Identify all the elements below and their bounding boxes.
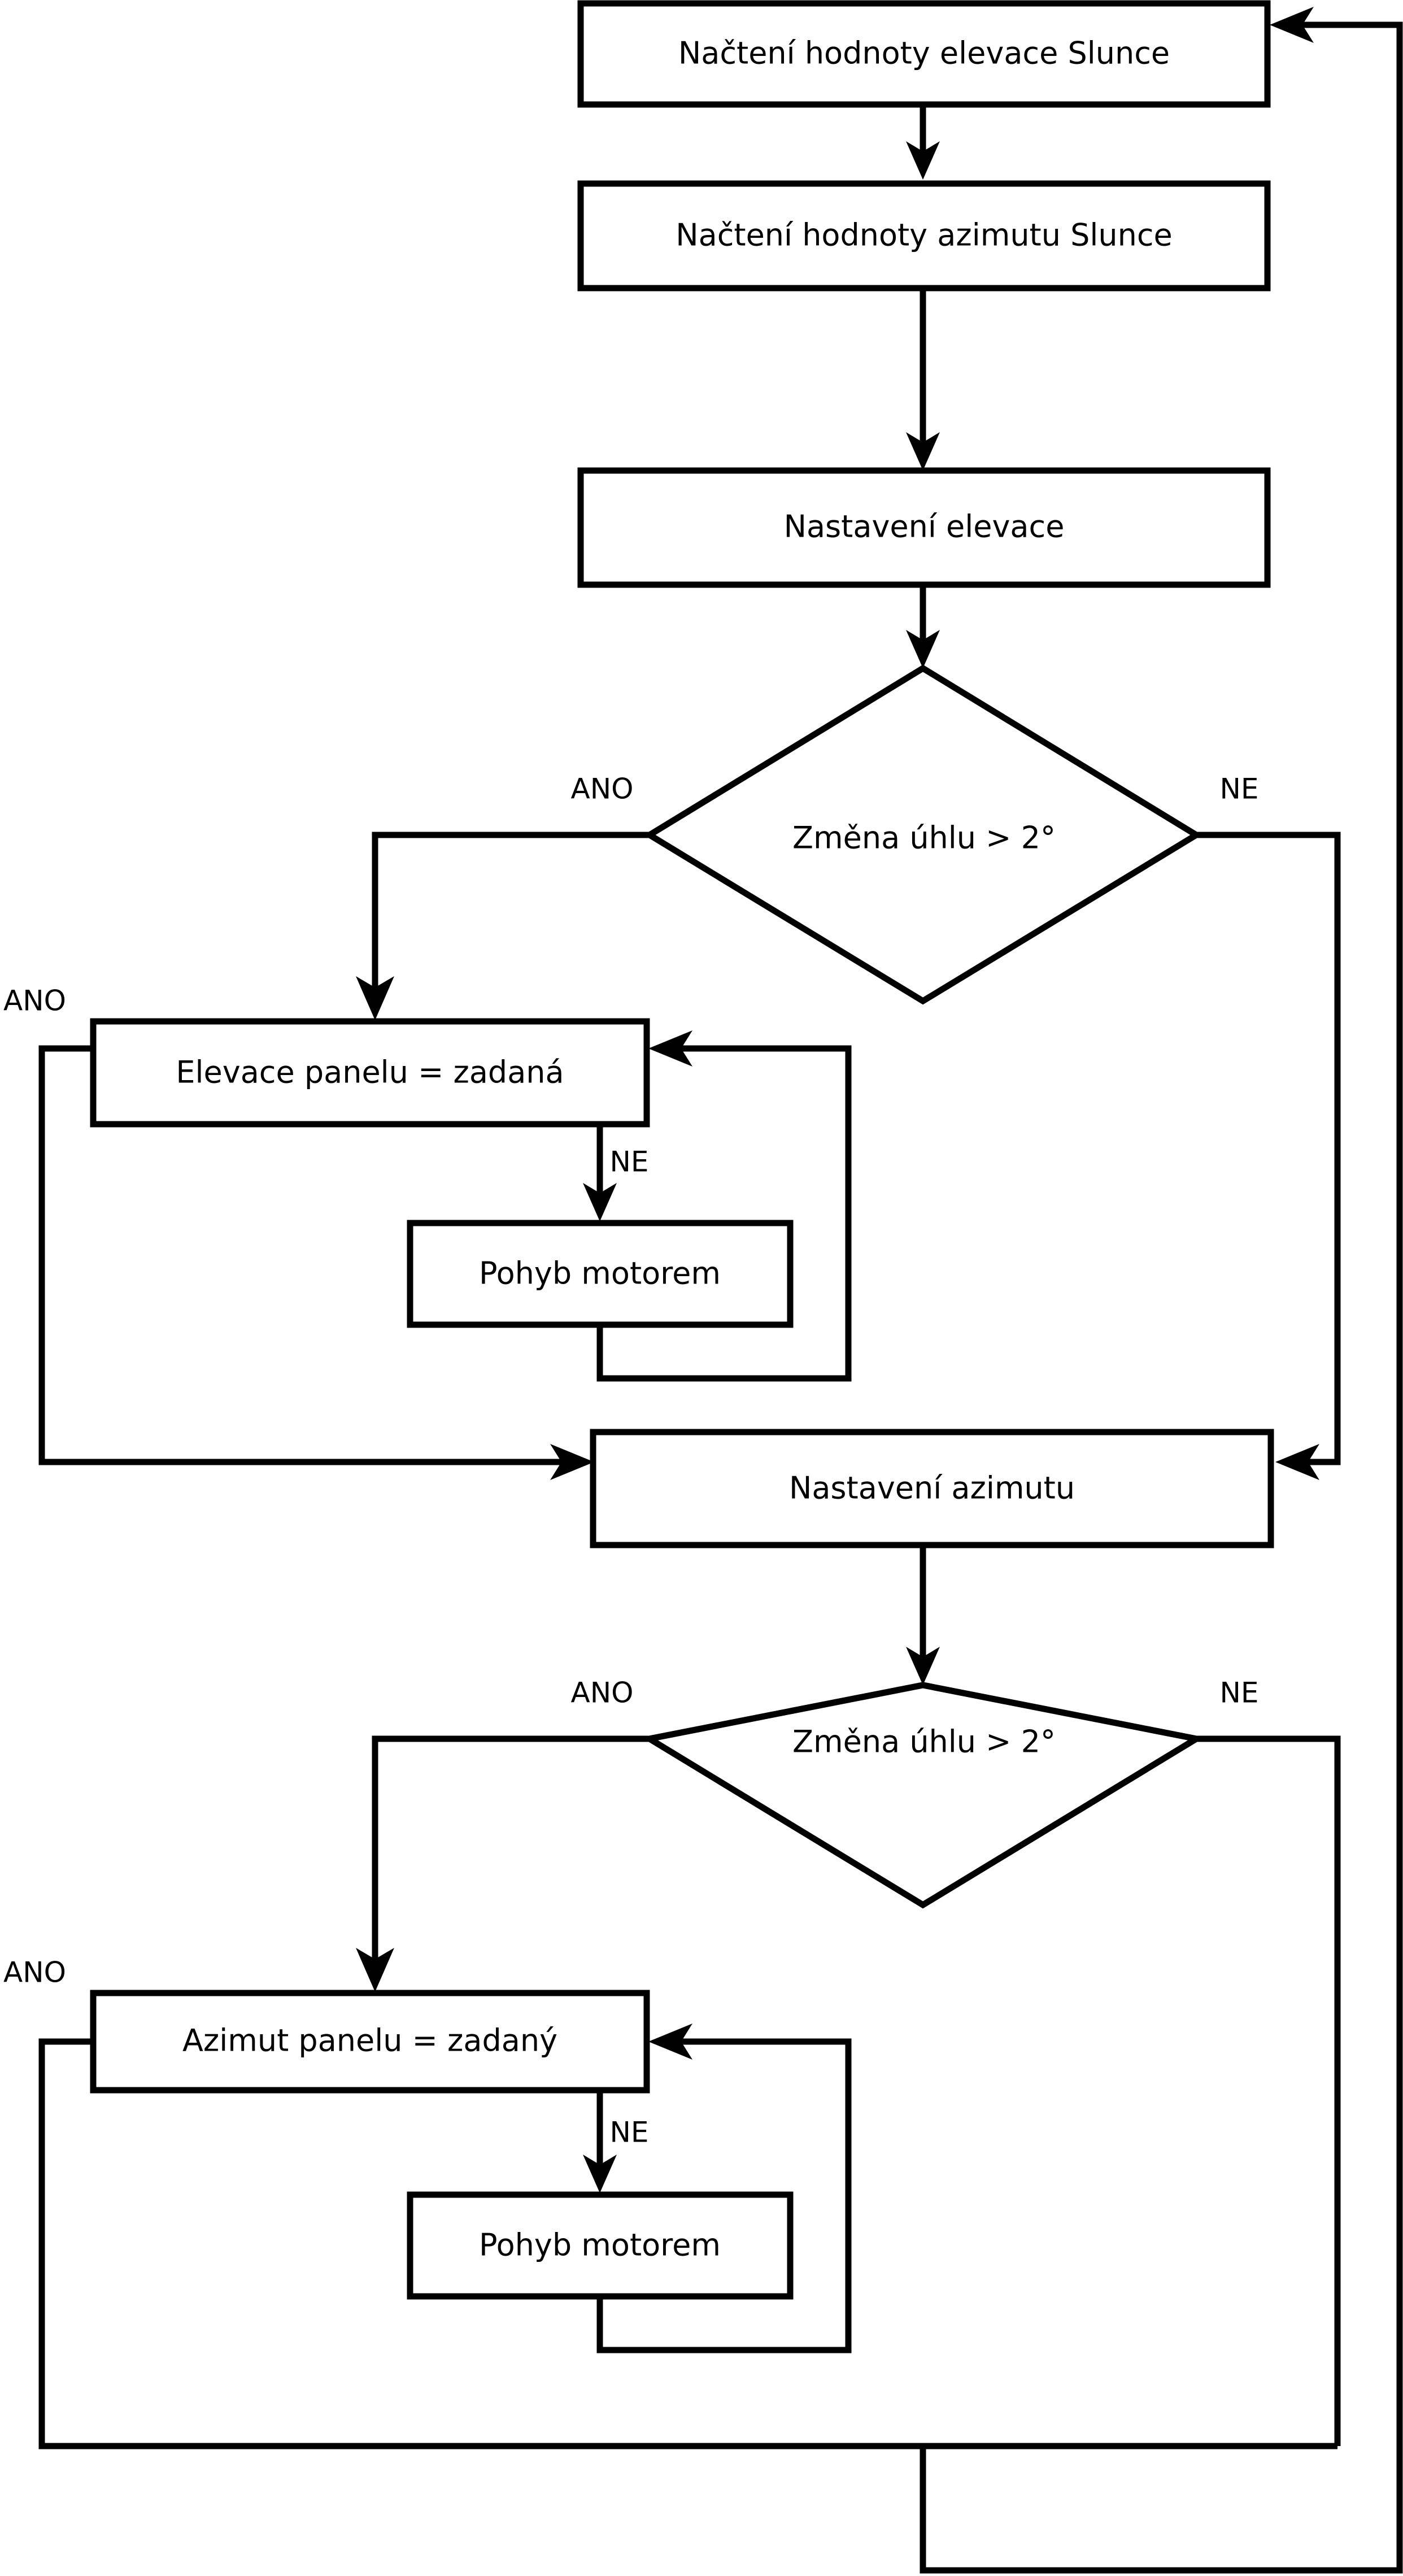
edge-panel-azimuth-yes [38, 2038, 1337, 2449]
edge-decision-azimuth-yes [356, 1735, 650, 1992]
node-decision-elevation[interactable]: Změna úhlu > 2° [643, 664, 1202, 1005]
edge-set-elevation-to-decision [906, 585, 940, 668]
node-decision-azimuth-label: Změna úhlu > 2° [792, 1724, 1056, 1760]
edge-motor-azimuth-loopback [596, 2024, 852, 2353]
edge-label-decision-elevation-no: NE [1220, 773, 1259, 806]
node-panel-azimuth-check[interactable]: Azimut panelu = zadaný [90, 1990, 650, 2094]
node-motor-move-elevation-label: Pohyb motorem [479, 1256, 721, 1291]
edge-panel-elevation-yes [38, 1045, 594, 1480]
node-panel-elevation-check[interactable]: Elevace panelu = zadaná [90, 1018, 650, 1128]
edge-decision-azimuth-no [1196, 1735, 1341, 2446]
edge-label-decision-azimuth-yes: ANO [571, 1677, 634, 1709]
node-panel-elevation-check-label: Elevace panelu = zadaná [176, 1055, 564, 1090]
edge-label-panel-azimuth-no: NE [610, 2116, 649, 2149]
edge-label-decision-elevation-yes: ANO [571, 773, 634, 806]
edge-label-panel-azimuth-yes: ANO [3, 1956, 66, 1989]
node-decision-elevation-label: Změna úhlu > 2° [792, 820, 1056, 856]
edge-read-elevation-to-read-azimuth [906, 105, 940, 180]
node-panel-azimuth-check-label: Azimut panelu = zadaný [182, 2023, 557, 2059]
node-read-azimuth-label: Načtení hodnoty azimutu Slunce [676, 217, 1173, 253]
node-read-azimuth[interactable]: Načtení hodnoty azimutu Slunce [577, 180, 1271, 291]
edge-read-azimuth-to-set-elevation [906, 288, 940, 471]
edge-label-panel-elevation-yes: ANO [3, 985, 66, 1017]
node-set-azimuth-label: Nastavení azimutu [789, 1470, 1075, 1506]
edge-decision-elevation-no [1196, 832, 1341, 1480]
edge-set-azimuth-to-decision [906, 1545, 940, 1685]
node-motor-move-elevation[interactable]: Pohyb motorem [407, 1220, 794, 1328]
node-motor-move-azimuth-label: Pohyb motorem [479, 2227, 721, 2263]
node-set-azimuth[interactable]: Nastavení azimutu [590, 1429, 1274, 1548]
edge-label-panel-elevation-no: NE [610, 1146, 649, 1178]
node-set-elevation[interactable]: Nastavení elevace [577, 467, 1271, 588]
node-read-elevation[interactable]: Načtení hodnoty elevace Slunce [577, 0, 1271, 108]
edge-return-to-start [920, 7, 1403, 2574]
edge-motor-elevation-loopback [596, 1030, 852, 1382]
node-motor-move-azimuth[interactable]: Pohyb motorem [407, 2191, 794, 2300]
edge-panel-azimuth-no [583, 2090, 617, 2193]
edge-label-decision-azimuth-no: NE [1220, 1677, 1259, 1709]
node-read-elevation-label: Načtení hodnoty elevace Slunce [678, 36, 1170, 71]
node-decision-azimuth[interactable]: Změna úhlu > 2° [641, 1682, 1205, 1909]
edge-panel-elevation-no [583, 1124, 617, 1221]
edge-decision-elevation-yes [356, 832, 650, 1020]
node-set-elevation-label: Nastavení elevace [784, 509, 1065, 545]
